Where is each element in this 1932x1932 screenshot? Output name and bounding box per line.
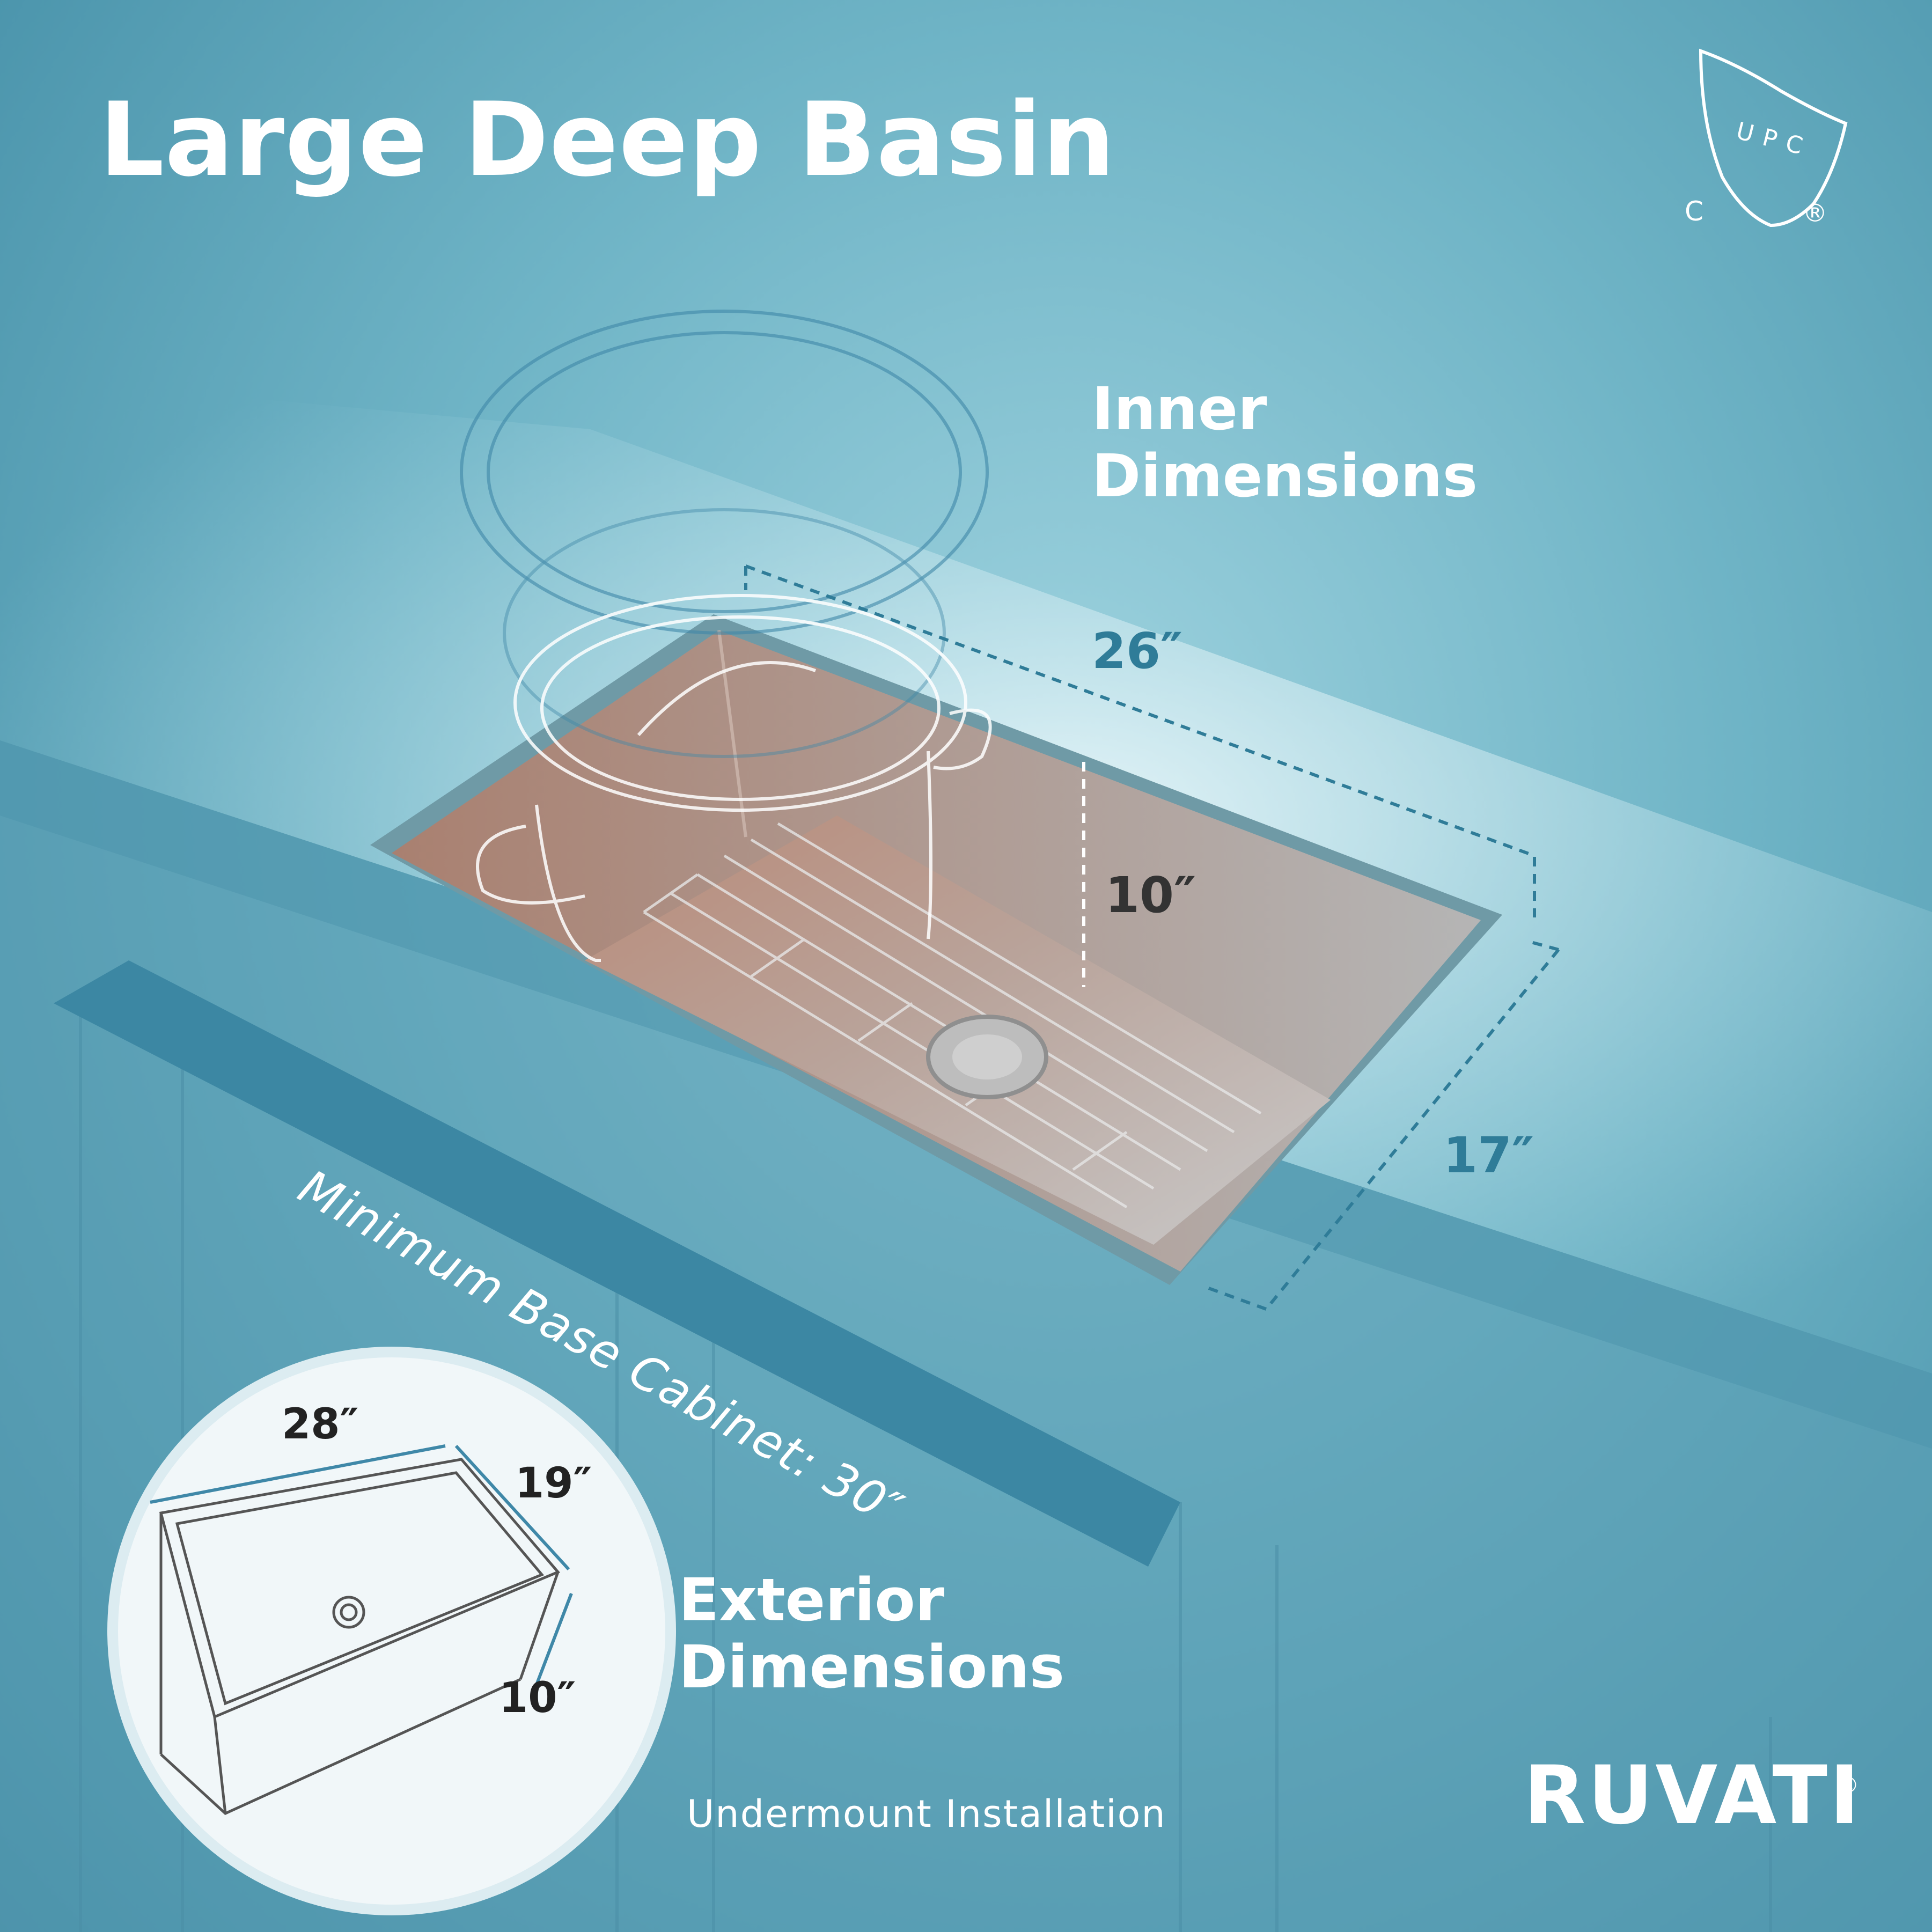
exterior-length-value: 28″ bbox=[282, 1400, 359, 1449]
exterior-depth-value: 10″ bbox=[499, 1674, 576, 1722]
cabinet-width-band bbox=[54, 960, 1180, 1567]
installation-type: Undermount Installation bbox=[687, 1792, 1166, 1836]
exterior-width-value: 19″ bbox=[515, 1459, 592, 1508]
brand-logo: RUVATI bbox=[1524, 1749, 1862, 1842]
inner-length-value: 26″ bbox=[1092, 622, 1183, 680]
cupc-shield-outline bbox=[1699, 48, 1848, 227]
inner-width-value: 17″ bbox=[1443, 1127, 1534, 1184]
exterior-sink-sketch bbox=[159, 1458, 561, 1815]
inner-label-line1: Inner bbox=[1092, 374, 1267, 443]
bottom-grid-rack bbox=[643, 822, 1262, 1209]
page-title: Large Deep Basin bbox=[99, 80, 1116, 199]
cupc-registered-mark: ® bbox=[1803, 199, 1827, 227]
brand-registered-mark: ® bbox=[1838, 1773, 1859, 1798]
exterior-dimension-lines bbox=[150, 1444, 573, 1686]
inner-dimension-lines bbox=[744, 564, 1560, 1311]
stock-pot-icon bbox=[460, 310, 992, 962]
inner-dimensions-heading: Inner Dimensions bbox=[1092, 376, 1478, 510]
inner-label-line2: Dimensions bbox=[1092, 442, 1478, 510]
exterior-label-line1: Exterior bbox=[679, 1566, 945, 1634]
cupc-c-letter: C bbox=[1685, 196, 1703, 227]
exterior-inset bbox=[107, 1347, 676, 1915]
exterior-dimensions-heading: Exterior Dimensions bbox=[679, 1567, 1064, 1701]
exterior-label-line2: Dimensions bbox=[679, 1633, 1065, 1701]
inner-depth-value: 10″ bbox=[1105, 866, 1196, 924]
